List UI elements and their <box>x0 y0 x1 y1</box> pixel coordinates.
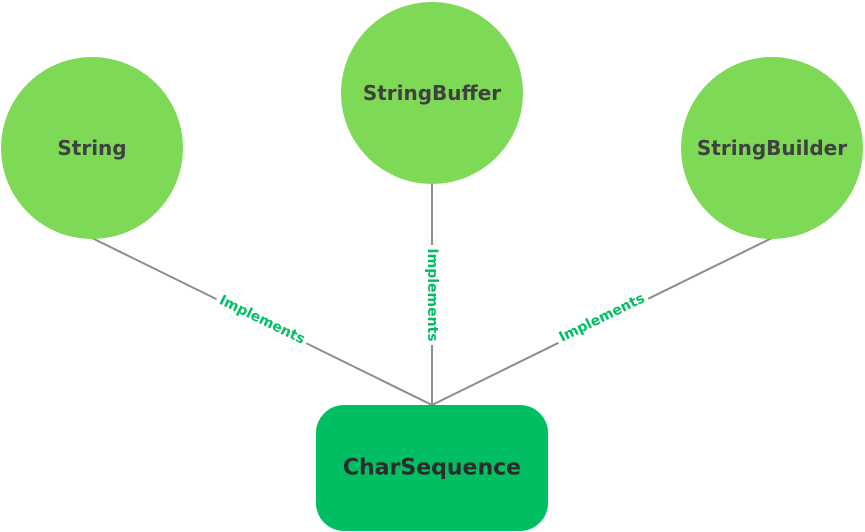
edge-label-string-buffer: Implements <box>424 248 440 341</box>
node-string-circle <box>1 57 183 239</box>
node-string-buffer-label: StringBuffer <box>363 81 501 105</box>
node-string-builder: StringBuilder <box>681 57 863 239</box>
edge-label-bg-string-builder <box>552 286 652 350</box>
node-char-sequence: CharSequence <box>316 405 548 531</box>
edge-label-string-builder: Implements <box>557 290 648 345</box>
node-char-sequence-box <box>316 405 548 531</box>
node-string: String <box>1 57 183 239</box>
edge-label-bg-string-buffer <box>421 245 443 345</box>
node-string-builder-label: StringBuilder <box>697 136 847 160</box>
node-char-sequence-label: CharSequence <box>343 456 521 481</box>
edge-label-string: Implements <box>217 292 308 347</box>
node-string-buffer-circle <box>341 2 523 184</box>
node-string-buffer: StringBuffer <box>341 2 523 184</box>
node-string-label: String <box>57 136 126 160</box>
node-string-builder-circle <box>681 57 863 239</box>
edge-label-bg-string <box>212 288 312 352</box>
